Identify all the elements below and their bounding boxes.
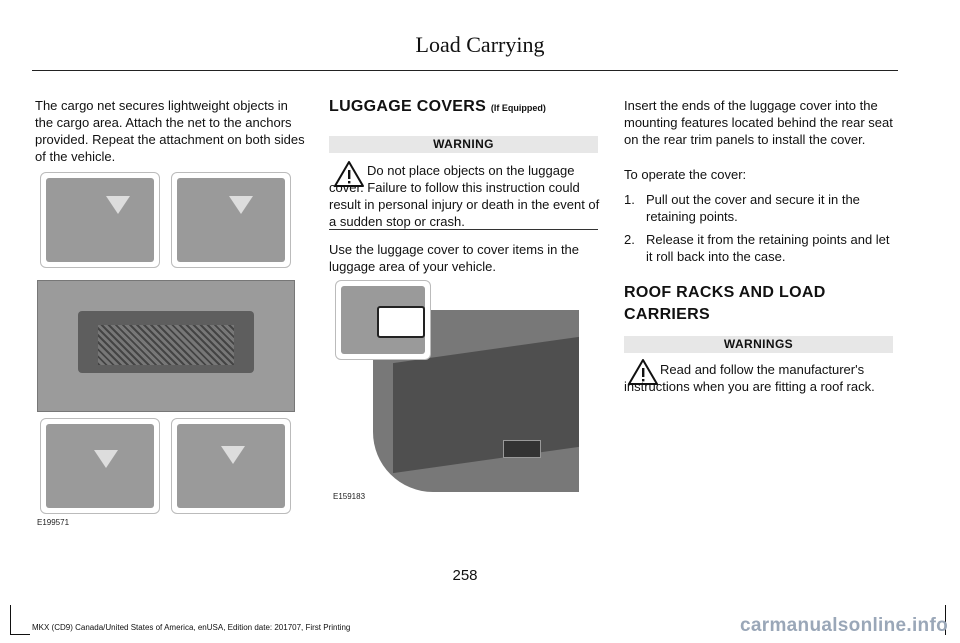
operate-steps-list: 1. Pull out the cover and secure it in t… xyxy=(624,191,896,265)
top-left-inset xyxy=(40,172,160,268)
arrow-down-icon xyxy=(94,450,118,468)
luggage-cover-figure xyxy=(333,280,579,492)
crop-mark-left-horizontal xyxy=(10,634,30,635)
edition-info: MKX (CD9) Canada/United States of Americ… xyxy=(32,623,351,632)
warning-divider xyxy=(329,229,598,230)
page-number: 258 xyxy=(452,567,478,584)
cover-handle xyxy=(503,440,541,458)
roof-racks-heading-line1: ROOF RACKS AND LOAD xyxy=(624,284,826,301)
arrow-down-icon xyxy=(106,196,130,214)
arrow-down-icon xyxy=(221,446,245,464)
warnings-band: WARNINGS xyxy=(624,336,893,353)
install-cover-paragraph: Insert the ends of the luggage cover int… xyxy=(624,98,893,147)
cargo-net-paragraph: The cargo net secures lightweight object… xyxy=(35,98,305,164)
bottom-right-inset xyxy=(171,418,291,514)
figure-code-e159183: E159183 xyxy=(333,492,366,501)
crop-mark-right xyxy=(945,605,946,635)
roof-racks-heading-line2: CARRIERS xyxy=(624,306,710,323)
luggage-covers-heading-suffix: (If Equipped) xyxy=(490,103,546,113)
mount-detail-inset xyxy=(335,280,431,360)
luggage-covers-heading-text: LUGGAGE COVERS xyxy=(329,98,487,115)
top-right-inset xyxy=(171,172,291,268)
step-text: Release it from the retaining points and… xyxy=(646,232,890,264)
figure-code-e199571: E199571 xyxy=(37,518,70,527)
warning-triangle-icon xyxy=(627,358,659,386)
bottom-left-inset xyxy=(40,418,160,514)
arrow-down-icon xyxy=(229,196,253,214)
list-item: 1. Pull out the cover and secure it in t… xyxy=(624,191,896,225)
arrow-left-icon xyxy=(377,306,425,338)
warning-triangle-icon xyxy=(333,160,365,188)
luggage-cover-paragraph: Use the luggage cover to cover items in … xyxy=(329,242,580,274)
header-divider xyxy=(32,70,898,71)
warnings-label: WARNINGS xyxy=(723,337,794,351)
luggage-covers-heading: LUGGAGE COVERS (If Equipped) xyxy=(329,98,609,116)
roof-rack-warning-text: Read and follow the manufacturer's instr… xyxy=(624,362,875,394)
cargo-area-photo xyxy=(37,280,295,412)
operate-cover-paragraph: To operate the cover: xyxy=(624,167,747,182)
watermark-text: carmanualsonline.info xyxy=(740,615,948,636)
warning-text: Do not place objects on the luggage cove… xyxy=(329,163,600,229)
crop-mark-left xyxy=(10,605,11,635)
warning-band: WARNING xyxy=(329,136,598,153)
step-text: Pull out the cover and secure it in the … xyxy=(646,192,860,224)
list-item: 2. Release it from the retaining points … xyxy=(624,231,896,265)
page-header-title: Load Carrying xyxy=(415,32,545,57)
cargo-net-graphic xyxy=(98,325,234,365)
step-number: 1. xyxy=(624,192,635,207)
roof-racks-heading: ROOF RACKS AND LOAD CARRIERS xyxy=(624,282,896,326)
cargo-net-figure xyxy=(37,170,295,518)
step-number: 2. xyxy=(624,232,635,247)
warning-label: WARNING xyxy=(433,137,494,151)
